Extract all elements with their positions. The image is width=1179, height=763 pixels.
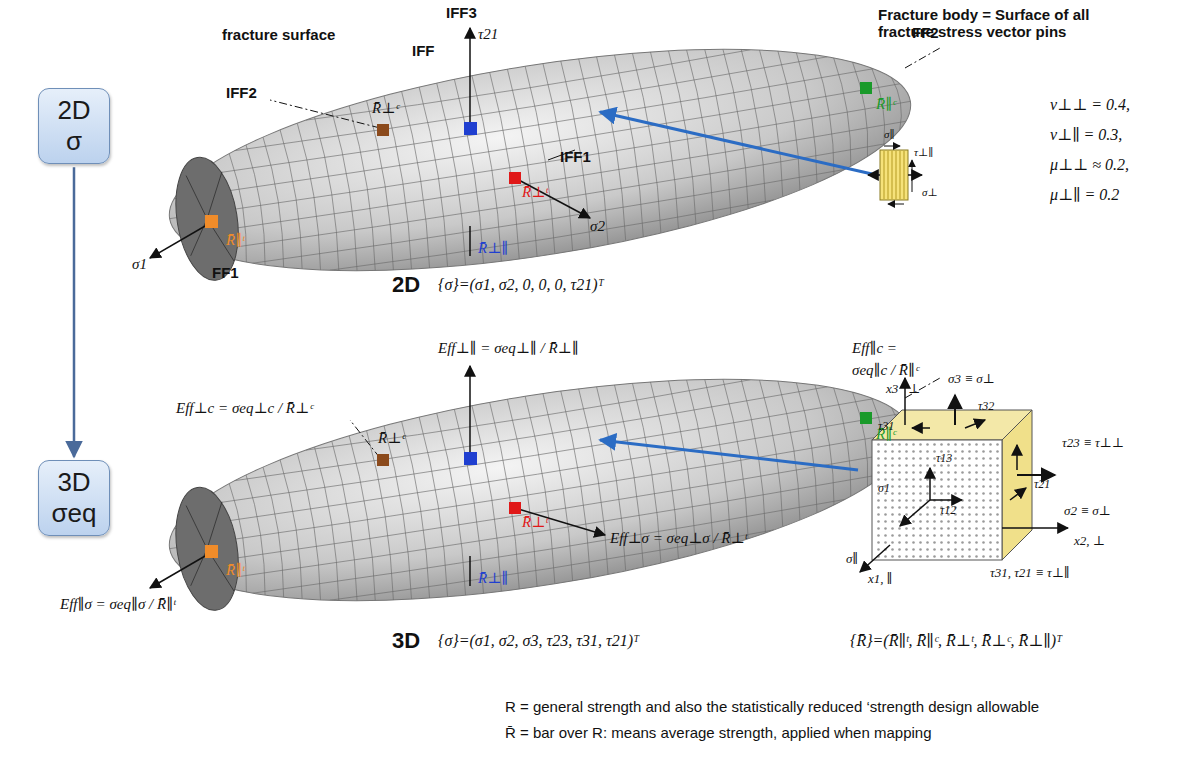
mode-label: IFF1 — [560, 148, 591, 165]
formula-label: σ∥ — [884, 128, 895, 141]
formula-label: τ23 ≡ τ⊥⊥ — [1062, 436, 1124, 451]
formula-label: σ1 — [878, 482, 890, 496]
formula-label: σ⊥ — [922, 186, 938, 199]
formula-label: ⊥ — [908, 382, 920, 397]
formula-label: R̄∥ᵗ — [226, 232, 245, 249]
formula-label: τ32 — [978, 400, 994, 414]
formula-label: x1, ∥ — [868, 572, 893, 587]
box-text: 3D σeq — [40, 461, 109, 535]
formula-label: x3 — [886, 382, 898, 397]
formula-label: Eff∥c = — [852, 340, 897, 357]
formula-label: {R̄}=(R̄∥ᵗ, R̄∥ᶜ, R̄⊥ᵗ, R̄⊥ᶜ, R̄⊥∥)ᵀ — [850, 632, 1062, 650]
formula-label: ν⊥⊥ = 0.4, — [1050, 96, 1130, 114]
mode-label: IFF2 — [226, 84, 257, 101]
mode-label: IFF3 — [446, 4, 477, 21]
formula-label: R̄⊥ᵗ — [522, 184, 548, 201]
mode-label: 3D — [392, 628, 420, 653]
formula-label: σ2 — [590, 218, 605, 235]
mode-label: IFF — [412, 42, 435, 59]
formula-label: Eff∥σ = σeq∥σ / R̄∥ᵗ — [60, 596, 176, 613]
formula-label: τ31 — [878, 420, 894, 434]
formula-label: R̄⊥ᵗ — [522, 514, 548, 531]
formula-label: σ1 — [132, 256, 147, 273]
step-box: 2D σ — [38, 88, 110, 164]
formula-label: x2, ⊥ — [1074, 534, 1105, 549]
formula-label: R̄∥ᶜ — [876, 96, 896, 113]
formula-label: σ2 ≡ σ⊥ — [1064, 504, 1111, 519]
formula-label: R̄∥ᵗ — [226, 562, 245, 579]
formula-label: τ21 — [1034, 478, 1050, 492]
formula-label: ν⊥∥ = 0.3, — [1050, 126, 1122, 144]
formula-label: Eff⊥∥ = σeq⊥∥ / R̄⊥∥ — [438, 340, 579, 357]
formula-label: R̄⊥ᶜ — [378, 430, 405, 447]
mode-label: 2D — [392, 272, 420, 297]
formula-label: σ∥ — [846, 552, 858, 567]
formula-label: τ⊥∥ — [914, 146, 933, 159]
formula-label: R̄⊥∥ — [478, 570, 508, 587]
box-text: 2D σ — [45, 89, 102, 163]
formula-label: τ21 — [478, 26, 498, 43]
flow-arrow — [73, 167, 76, 457]
mode-label: fracture surface — [222, 26, 335, 43]
formula-label: τ12 — [940, 504, 956, 518]
formula-label: R̄⊥∥ — [478, 240, 508, 257]
note-text: R = general strength and also the statis… — [505, 698, 1039, 715]
formula-label: {σ}=(σ1, σ2, σ3, τ23, τ31, τ21)ᵀ — [438, 632, 639, 650]
formula-label: τ13 — [936, 452, 952, 466]
formula-label: μ⊥∥ = 0.2 — [1050, 186, 1119, 204]
formula-label: σ3 ≡ σ⊥ — [948, 372, 995, 387]
note-text: R̄ = bar over R: means average strength,… — [505, 724, 932, 741]
mode-label: FF2 — [912, 24, 939, 41]
formula-label: μ⊥⊥ ≈ 0.2, — [1050, 156, 1129, 174]
formula-label: τ31, τ21 ≡ τ⊥∥ — [990, 566, 1070, 581]
step-box: 3D σeq — [38, 460, 110, 536]
formula-label: Eff⊥c = σeq⊥c / R̄⊥ᶜ — [176, 400, 313, 417]
formula-label: Eff⊥σ = σeq⊥σ / R̄⊥ᵗ — [610, 530, 747, 547]
formula-label: R̄⊥ᶜ — [372, 100, 399, 117]
formula-label: {σ}=(σ1, σ2, 0, 0, 0, τ21)ᵀ — [438, 276, 604, 294]
formula-label: σeq∥c / R̄∥ᶜ — [852, 362, 919, 379]
mode-label: FF1 — [212, 264, 239, 281]
